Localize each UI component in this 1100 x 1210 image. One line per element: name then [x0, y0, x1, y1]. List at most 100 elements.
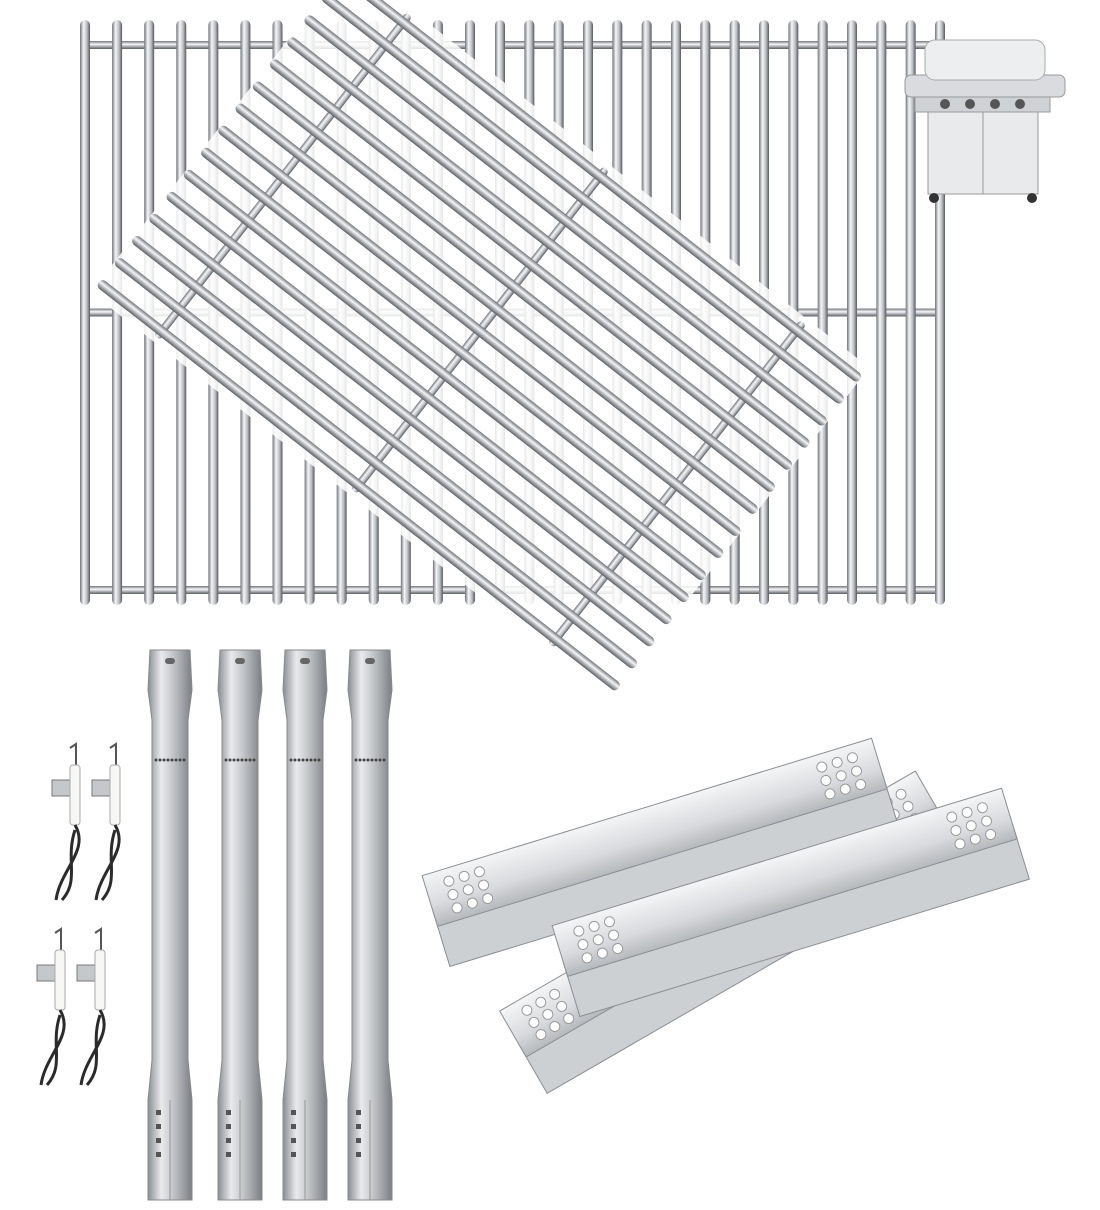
heat-plate-hole — [976, 802, 988, 814]
burner-air-hole — [356, 1152, 361, 1157]
grate-rod — [114, 258, 638, 669]
grate-rod — [905, 20, 916, 605]
igniter-ceramic — [109, 764, 121, 826]
heat-plate-hole — [528, 1016, 540, 1028]
grate-rod — [201, 147, 724, 558]
burner-port — [362, 758, 366, 762]
burner-port — [305, 758, 309, 762]
heat-plate-top — [551, 787, 1018, 977]
heat-plate-hole — [985, 828, 997, 840]
grate-rod — [97, 280, 620, 691]
burner-air-hole — [156, 1138, 161, 1143]
heat-plate-hole — [824, 788, 836, 800]
burner-port — [370, 758, 374, 762]
burner-tube — [147, 649, 193, 1201]
igniter — [51, 742, 81, 902]
heat-plate-hole — [831, 756, 843, 768]
grate-crossbar — [495, 41, 945, 49]
grate-rod — [847, 20, 857, 605]
heat-plates — [421, 737, 1030, 1094]
heat-plate-hole — [473, 866, 485, 878]
burner-port — [382, 758, 386, 762]
heat-plate-hole — [820, 774, 832, 786]
igniter — [91, 742, 121, 902]
burner-tube — [282, 649, 328, 1201]
burner-air-hole — [226, 1110, 231, 1115]
grate-rod — [304, 15, 827, 426]
burner-slot — [235, 658, 245, 664]
burner-tubes — [147, 649, 393, 1201]
burner-air-hole — [156, 1124, 161, 1129]
burner-air-hole — [156, 1152, 161, 1157]
grate-rod — [80, 20, 90, 605]
burner-port — [317, 758, 321, 762]
grill-lid — [924, 39, 1046, 81]
burner-port — [178, 758, 182, 762]
grate-rod — [183, 169, 707, 581]
grate-rod — [132, 236, 655, 647]
heat-plate-hole — [846, 752, 858, 764]
heat-plate-hole — [855, 778, 867, 790]
heat-plate-hole — [981, 815, 993, 827]
burner-port — [309, 758, 313, 762]
heat-plate-hole — [954, 838, 966, 850]
heat-plate-hole — [521, 1004, 533, 1016]
heat-plate-hole — [902, 800, 914, 812]
burner-air-hole — [226, 1124, 231, 1129]
heat-plate-hole — [596, 947, 608, 959]
heat-plate-hole — [581, 952, 593, 964]
burner-air-hole — [291, 1152, 296, 1157]
burner-port — [366, 758, 370, 762]
heat-plate-hole — [839, 783, 851, 795]
igniter — [76, 927, 106, 1087]
igniter-wire — [54, 824, 81, 902]
burner-port — [158, 758, 162, 762]
cooking-grate-rotated — [90, 0, 870, 699]
heat-plate-hole — [961, 806, 973, 818]
grill-thumbnail — [904, 39, 1066, 203]
burner-body — [217, 649, 263, 1201]
burner-port — [297, 758, 301, 762]
cooking-grates — [80, 0, 945, 699]
burner-port — [378, 758, 382, 762]
igniter-wire — [79, 1009, 106, 1087]
grill-knob — [965, 99, 975, 109]
grate-rod — [817, 20, 828, 605]
heat-plate-hole — [451, 902, 463, 914]
heat-plate-hole — [462, 884, 474, 896]
burner-port — [174, 758, 178, 762]
burner-port — [313, 758, 317, 762]
burner-body — [282, 649, 328, 1201]
burner-air-hole — [291, 1110, 296, 1115]
grate-rod — [252, 81, 775, 492]
burner-air-hole — [291, 1138, 296, 1143]
heat-plate-hole — [851, 765, 863, 777]
burner-port — [374, 758, 378, 762]
igniter-ceramic — [54, 949, 66, 1011]
heat-plate-hole — [895, 788, 907, 800]
heat-plate-hole — [969, 833, 981, 845]
heat-plate-hole — [458, 870, 470, 882]
heat-plate-hole — [549, 988, 561, 1000]
heat-plate-hole — [835, 770, 847, 782]
burner-port — [224, 758, 228, 762]
heat-plate-hole — [592, 934, 604, 946]
heat-plate-hole — [549, 1021, 561, 1033]
grill-knob — [940, 99, 950, 109]
heat-plate-hole — [816, 761, 828, 773]
igniter — [36, 927, 66, 1087]
burner-air-hole — [356, 1138, 361, 1143]
heat-plate-hole — [542, 1008, 554, 1020]
grate-rod — [269, 59, 793, 470]
grate-rod — [321, 0, 844, 404]
grate-rod — [218, 125, 741, 536]
burner-slot — [300, 658, 310, 664]
igniter-wire — [39, 1009, 66, 1087]
heat-plate-hole — [535, 996, 547, 1008]
burner-port — [293, 758, 297, 762]
burner-air-hole — [356, 1110, 361, 1115]
burner-port — [248, 758, 252, 762]
heat-plate-hole — [556, 1000, 568, 1012]
